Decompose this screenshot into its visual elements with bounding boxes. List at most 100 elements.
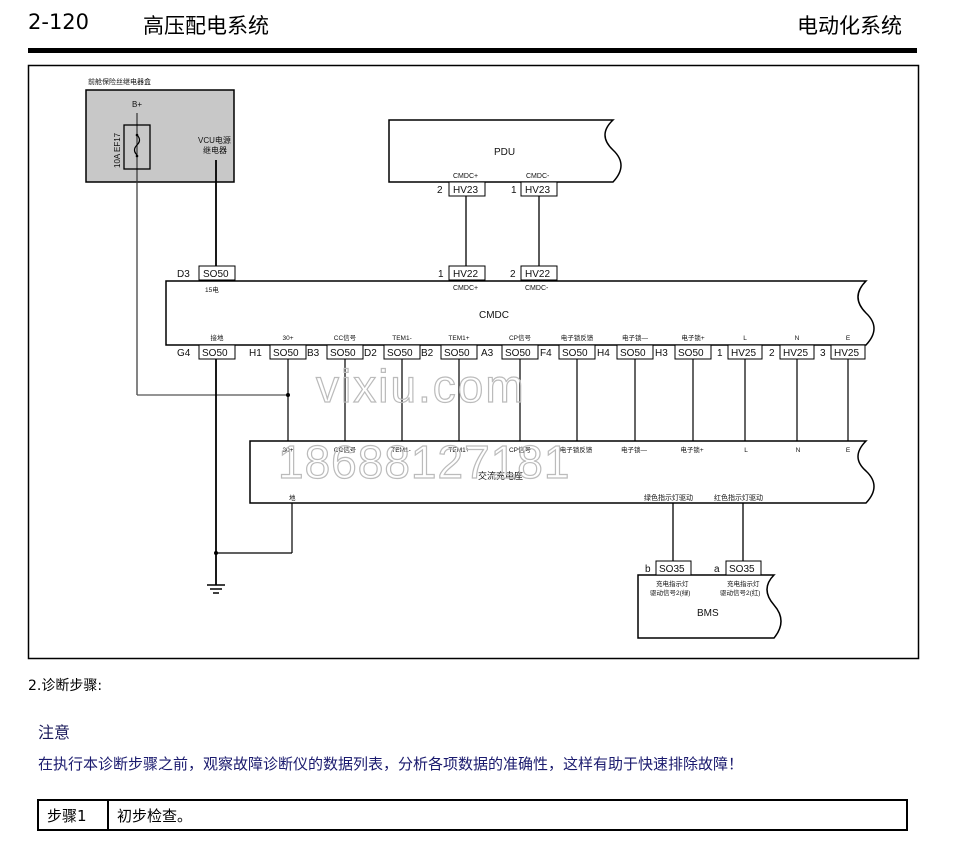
pin-number: 1 — [438, 269, 444, 280]
pin-signal: N — [795, 335, 800, 342]
connector-id: SO50 — [444, 348, 470, 359]
fuse-label: 10A EF17 — [113, 132, 122, 168]
step-label: 步骤1 — [37, 799, 109, 831]
relay-label-1: VCU电源 — [198, 135, 231, 145]
chapter-title: 电动化系统 — [797, 14, 902, 38]
pin-number: B3 — [307, 348, 320, 359]
pin-number: a — [714, 564, 720, 575]
pin-number: 2 — [437, 185, 443, 196]
pin-signal: TEM1+ — [448, 335, 469, 342]
ac-signal-label: L — [744, 447, 748, 454]
ac-signal-label: TEM1+ — [448, 447, 469, 454]
pdu-module — [388, 119, 622, 183]
pin-number: 1 — [511, 185, 517, 196]
diagram-frame — [27, 64, 920, 660]
pin-number: D2 — [364, 348, 377, 359]
connector-id: SO50 — [505, 348, 531, 359]
step-row: 步骤1 初步检查。 — [37, 799, 908, 831]
pin-signal: TEM1- — [392, 335, 412, 342]
pin-number: 2 — [769, 348, 775, 359]
pin-signal: CMDC- — [526, 173, 550, 180]
relay-label-2: 继电器 — [203, 145, 227, 155]
fuse-box-title: 前舱保险丝继电器盒 — [88, 77, 151, 86]
bms-pin-label: 驱动信号2(红) — [720, 588, 760, 597]
ac-signal-label: E — [846, 447, 851, 454]
fuse-icon — [133, 134, 141, 156]
wiring-diagram: 前舱保险丝继电器盒 B+ 10A EF17 VCU电源 继电器 PDU CMDC… — [27, 64, 920, 660]
fuse-outline — [123, 124, 151, 170]
connector-id: SO50 — [203, 269, 229, 280]
pin-number: H1 — [249, 348, 262, 359]
pin-number: H3 — [655, 348, 668, 359]
pin-signal: CC信号 — [334, 333, 357, 342]
pin-signal: 15电 — [205, 285, 219, 294]
cmdc-pin: 电子锁反馈 F4 SO50 — [540, 333, 596, 441]
pin-number: G4 — [177, 348, 191, 359]
diagnosis-section-heading: 2.诊断步骤: — [28, 678, 103, 694]
note-text: 在执行本诊断步骤之前，观察故障诊断仪的数据列表，分析各项数据的准确性，这样有助于… — [38, 755, 744, 773]
step-text: 初步检查。 — [107, 799, 908, 831]
connector-box — [198, 344, 236, 360]
section-title: 高压配电系统 — [143, 14, 269, 38]
connector-id: SO50 — [202, 348, 228, 359]
ac-signal-label: 30+ — [282, 447, 293, 454]
steps-table: 步骤1 初步检查。 — [37, 799, 908, 831]
ac-signal-label: TEM1- — [391, 447, 411, 454]
ac-signal-label: 电子锁+ — [680, 445, 704, 454]
pin-number: H4 — [597, 348, 610, 359]
pin-signal: 电子锁+ — [681, 333, 705, 342]
ac-socket-name: 交流充电座 — [478, 470, 523, 481]
ac-charging-socket — [249, 440, 875, 504]
pdu-pin: CMDC+ 2 HV23 — [437, 173, 486, 197]
bms-name: BMS — [697, 608, 719, 619]
ac-signal-label: CC信号 — [334, 445, 357, 454]
pin-number: 2 — [510, 269, 516, 280]
pin-signal: CMDC+ — [453, 173, 478, 180]
pin-signal: CMDC+ — [453, 285, 478, 292]
splice-point — [214, 551, 218, 555]
cmdc-pin: CC信号 B3 SO50 — [307, 333, 364, 441]
connector-id: SO50 — [330, 348, 356, 359]
pin-number: A3 — [481, 348, 494, 359]
pin-signal: 接地 — [211, 333, 225, 342]
header-rule — [28, 48, 917, 53]
pin-signal: 电子锁反馈 — [561, 333, 594, 342]
connector-id: HV25 — [783, 348, 808, 359]
pin-number: b — [645, 564, 651, 575]
ac-signal-label: 电子锁反馈 — [560, 445, 593, 454]
pin-signal: L — [743, 335, 747, 342]
pin-signal: CMDC- — [525, 285, 549, 292]
ac-signal-label: 电子锁— — [621, 445, 648, 454]
pin-number: F4 — [540, 348, 552, 359]
bms-pin-label: 驱动信号2(绿) — [650, 588, 690, 597]
pin-number: 1 — [717, 348, 723, 359]
connector-id: SO50 — [562, 348, 588, 359]
ground-symbol-icon — [207, 584, 225, 594]
green-led-drive-label: 绿色指示灯驱动 — [644, 493, 693, 502]
connector-id: SO35 — [659, 564, 685, 575]
pin-signal: 电子锁— — [622, 333, 649, 342]
red-led-drive-label: 红色指示灯驱动 — [714, 493, 763, 502]
connector-id: SO50 — [273, 348, 299, 359]
ground-label: 地 — [289, 493, 296, 502]
splice-point — [286, 393, 290, 397]
connector-id: HV22 — [525, 269, 550, 280]
pin-signal: E — [846, 335, 851, 342]
cmdc-module — [165, 280, 875, 346]
ac-signal-label: CP信号 — [509, 445, 532, 454]
note-title: 注意 — [38, 723, 71, 742]
pin-number: B2 — [421, 348, 434, 359]
bms-pin-label: 充电指示灯 — [656, 579, 689, 588]
bms-pin-label: 充电指示灯 — [727, 579, 760, 588]
pdu-name: PDU — [494, 147, 515, 158]
cmdc-pin: 接地 G4 SO50 — [177, 333, 236, 360]
b-plus-label: B+ — [132, 100, 142, 109]
